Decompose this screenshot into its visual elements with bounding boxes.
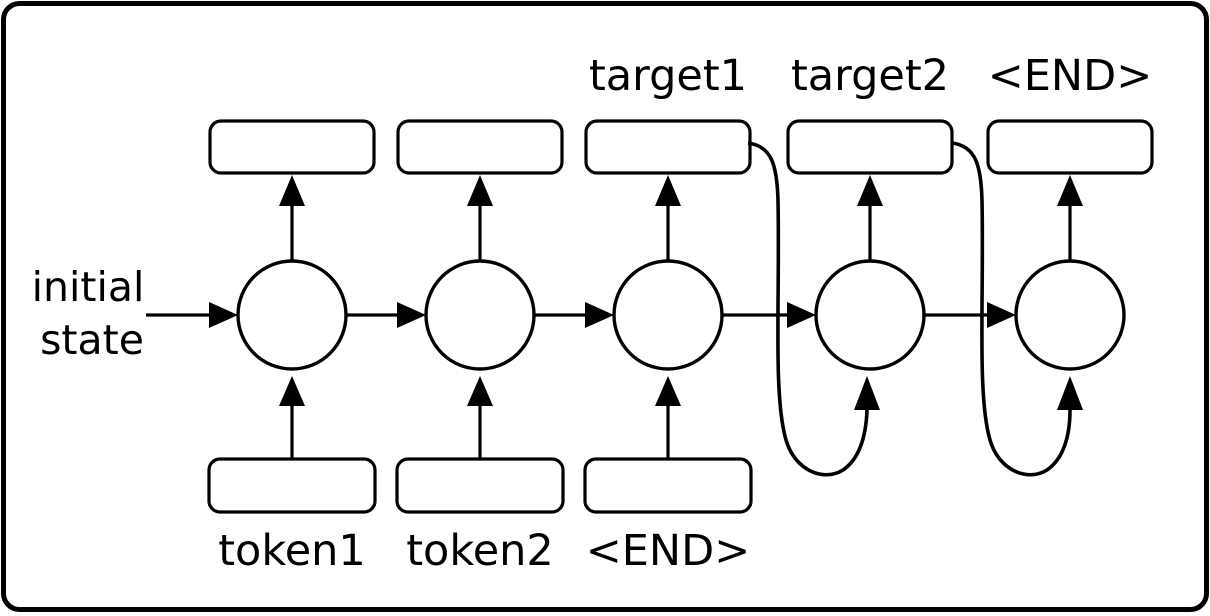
output-box-5 [986,119,1154,175]
output-box-4 [786,119,954,175]
feedback-curve-2 [951,141,1083,477]
feedback-arrowhead-1 [854,376,880,410]
rnn-cell-2 [424,259,536,371]
label-token2: token2 [406,526,554,576]
state-arrow-2-3 [534,302,614,328]
label-token1: token1 [218,526,366,576]
initial-state-label-line2: state [40,316,144,364]
rnn-cell-1 [236,259,348,371]
output-arrow-1 [279,175,305,262]
rnn-cell-3 [612,259,724,371]
output-arrow-3 [655,175,681,262]
label-end-bottom: <END> [586,526,751,576]
output-box-2 [396,119,564,175]
rnn-cell-5 [1014,259,1126,371]
output-box-1 [208,119,376,175]
output-arrow-2 [467,175,493,262]
feedback-arrowhead-2 [1057,376,1083,410]
input-arrow-2 [467,376,493,459]
state-arrow-3-4 [722,302,816,328]
input-arrow-1 [279,376,305,459]
output-arrow-4 [857,175,883,262]
label-target1: target1 [589,51,747,101]
output-box-3 [584,119,752,175]
label-end-top: <END> [988,51,1153,101]
input-arrow-3 [655,376,681,459]
state-arrow-4-5 [924,302,1016,328]
initial-state-label-line1: initial [32,263,145,311]
state-arrow-1-2 [346,302,426,328]
input-box-3 [583,457,753,514]
output-arrow-5 [1057,175,1083,262]
feedback-curve-1 [747,141,880,477]
rnn-cell-4 [814,259,926,371]
initial-state-arrow [146,302,238,328]
label-target2: target2 [791,51,949,101]
input-box-2 [395,457,565,514]
input-box-1 [207,457,377,514]
